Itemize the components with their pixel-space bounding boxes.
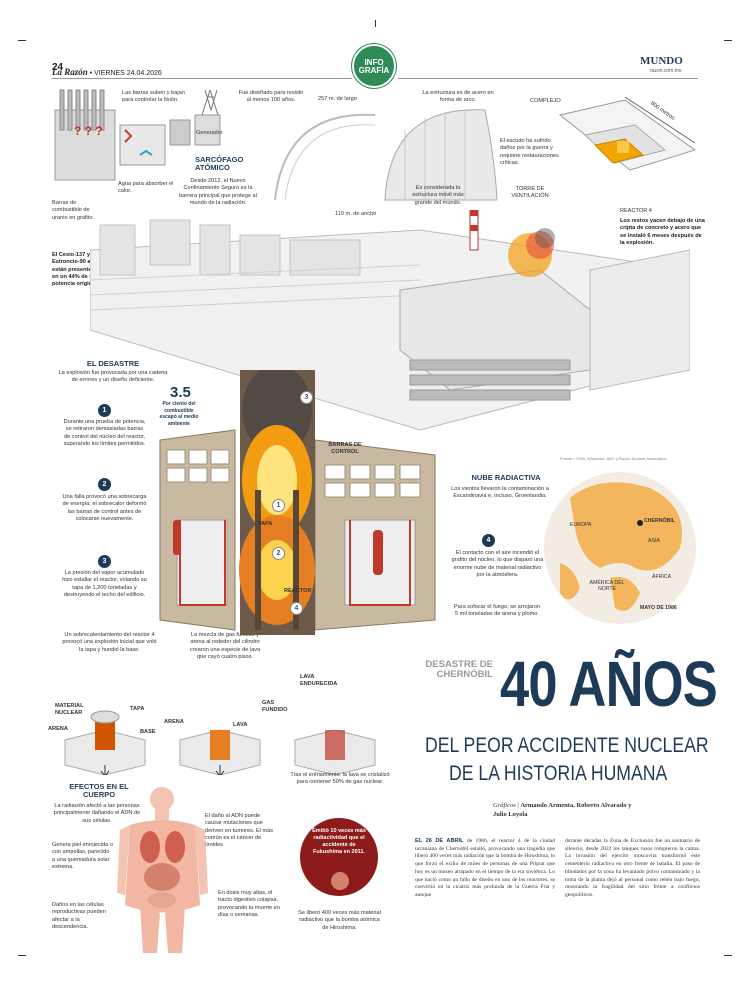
credit-line: Fuente • CNN, Wikipedia, BBC y Razón Nuc…	[560, 456, 667, 461]
fire-step-1-badge: 1	[272, 499, 285, 512]
headline-line-2: DE LA HISTORIA HUMANA	[449, 762, 668, 785]
plant-illustration	[90, 210, 690, 431]
diagram-label-lid: TAPA	[130, 706, 145, 712]
percent-value: 3.5	[170, 384, 191, 401]
step-1-text: Durante una prueba de potencia, se retir…	[63, 419, 146, 447]
human-body-illustration	[117, 787, 208, 953]
reactor4-label: REACTOR 4	[620, 208, 652, 214]
map-label-europe: EUROPA	[570, 522, 592, 528]
mix-note: La mezcla de gas fundido y arena al rede…	[189, 632, 261, 660]
fire-step-4-badge: 4	[290, 602, 303, 615]
reactor-label: REACTOR	[284, 588, 312, 594]
fire-step-3-badge: 3	[300, 391, 313, 404]
remains-note: Los restos yacen debajo de una cripta de…	[620, 218, 705, 246]
section-title: MUNDO	[640, 55, 683, 67]
step-2-text: Una falla provocó una sobrecarga de ener…	[62, 494, 147, 522]
complex-map	[558, 96, 697, 171]
steel-note: La estructura es de acero en forma de ar…	[422, 90, 494, 104]
percent-note: Por ciento del combustible escapó al med…	[159, 401, 199, 427]
fuel-label: Barras de combustible de uranio en grafi…	[52, 200, 94, 221]
map-label-america: AMÉRICA DEL NORTE	[589, 580, 625, 592]
collapse-diagrams	[64, 710, 376, 775]
sarcophagus-text: Desde 2012, el Nuevo Confinamiento Segur…	[179, 178, 257, 206]
overheat-note: Un sobrecalentamiento del reactor 4 prov…	[62, 632, 157, 653]
generator-label: Generador	[196, 130, 223, 136]
rods-note: Las barras suben y bajan para controlar …	[122, 90, 185, 104]
body-lead: EL 26 DE ABRIL	[415, 838, 464, 844]
disaster-intro: La explosión fue provocada por una caden…	[58, 370, 168, 384]
designed-note: Fue diseñado para resistir al menos 100 …	[238, 90, 304, 104]
header-rule	[52, 78, 352, 79]
crop-mark	[18, 955, 26, 956]
diagram-label-sand-2: ARENA	[164, 719, 184, 725]
crop-mark	[18, 40, 26, 41]
crop-mark	[724, 955, 732, 956]
sarcophagus-title: SARCÓFAGO ATÓMICO	[195, 155, 244, 173]
cloud-title: NUBE RADIACTIVA	[471, 473, 541, 482]
crop-mark	[724, 40, 732, 41]
step-4-badge: 4	[482, 534, 495, 547]
headline-big: 40 AÑOS	[500, 648, 718, 720]
cloud-text: Los vientos llevaron la contaminación a …	[451, 486, 549, 500]
water-label: Agua para absorber el calor.	[118, 181, 174, 195]
tower-label: TORRE DE VENTILACIÓN	[511, 186, 549, 200]
infografia-badge: INFO GRAFÍA	[352, 44, 396, 88]
step-3-badge: 3	[98, 555, 111, 568]
repro-note: Daños en las células reproductivas puede…	[52, 902, 106, 930]
lid-label: TAPA	[258, 521, 273, 527]
skin-note: Genera piel enrojecida o con ampollas, p…	[52, 842, 113, 870]
body-col-2: durante décadas la Zona de Exclusión fue…	[565, 838, 700, 899]
diagram-label-lava-hard: LAVA ENDURECIDA	[300, 674, 338, 688]
graphics-credits: Gráficos | Armando Armenta, Roberto Alva…	[493, 802, 632, 819]
shield-note: El escudo ha sufrido daños por la guerra…	[500, 138, 559, 166]
dateline: La Razón • VIERNES 24.04.2026	[52, 67, 162, 77]
step-2-badge: 2	[98, 478, 111, 491]
website: razon.com.mx	[650, 68, 682, 74]
disaster-title: EL DESASTRE	[86, 359, 140, 368]
control-rods-label: BARRAS DE CONTROL	[328, 442, 362, 456]
date: • VIERNES 24.04.2026	[89, 70, 162, 77]
contact-note: El contacto con el aire incendió el graf…	[451, 550, 544, 578]
length-label: 257 m. de largo	[318, 96, 357, 102]
radiation-dot	[331, 872, 349, 890]
step-3-text: La presión del vapor acumulado hizo esta…	[62, 570, 147, 598]
width-label: 110 m. de ancho	[335, 211, 377, 217]
map-label-asia: ASIA	[648, 538, 660, 544]
effects-intro: La radiación afectó a las personas princ…	[53, 803, 141, 824]
effects-title: EFECTOS EN EL CUERPO	[69, 782, 129, 800]
dose-note: En dosis muy altas, el tracto digestivo …	[218, 890, 280, 918]
radiation-map	[544, 472, 696, 624]
dna-note: El daño al ADN puede causar mutaciones q…	[205, 813, 274, 849]
complex-label: COMPLEJO	[530, 98, 561, 104]
mobile-note: Es considerada la estructura móvil más g…	[412, 185, 464, 206]
map-date: MAYO DE 1986	[640, 605, 677, 611]
diagram-label-gas: GAS FUNDIDO	[262, 700, 288, 714]
svg-text:? ? ?: ? ? ?	[74, 124, 103, 138]
page-number: 24	[52, 62, 64, 73]
cesium-note: El Cesio-137 y el Estroncio-90 aún están…	[52, 252, 99, 288]
hiroshima-note: Se liberó 400 veces más material radiact…	[298, 910, 381, 931]
paper-name: La Razón	[52, 67, 88, 77]
crop-mark	[375, 20, 376, 27]
fire-note: Para sofocar el fuego, se arrojaron 5 mi…	[453, 604, 541, 618]
diagram-label-base: BASE	[140, 729, 156, 735]
arch-illustration	[274, 109, 498, 201]
body-col-1: EL 26 DE ABRIL de 1986, el reactor 4 de …	[415, 838, 555, 899]
diagram-label-nuclear: MATERIAL NUCLEAR	[55, 703, 84, 717]
fukushima-badge: Emitió 10 veces más radiactividad que el…	[300, 818, 378, 896]
step-1-badge: 1	[98, 404, 111, 417]
headline-line-1: DEL PEOR ACCIDENTE NUCLEAR	[425, 734, 709, 757]
header: 24	[52, 55, 63, 74]
cooling-note: Tras el enfriamiento, la lava se cristal…	[290, 772, 390, 786]
fire-step-2-badge: 2	[272, 547, 285, 560]
map-label-africa: ÁFRICA	[652, 574, 672, 580]
headline-kicker: DESASTRE DE CHERNÓBIL	[425, 659, 493, 681]
header-rule	[398, 78, 698, 79]
reactor-diagram: ? ? ?	[54, 89, 221, 181]
map-label-chernobyl: CHERNÓBIL	[644, 518, 675, 524]
diagram-label-sand: ARENA	[48, 726, 68, 732]
reactor-cross-section	[159, 370, 436, 635]
diagram-label-lava: LAVA	[233, 722, 248, 728]
